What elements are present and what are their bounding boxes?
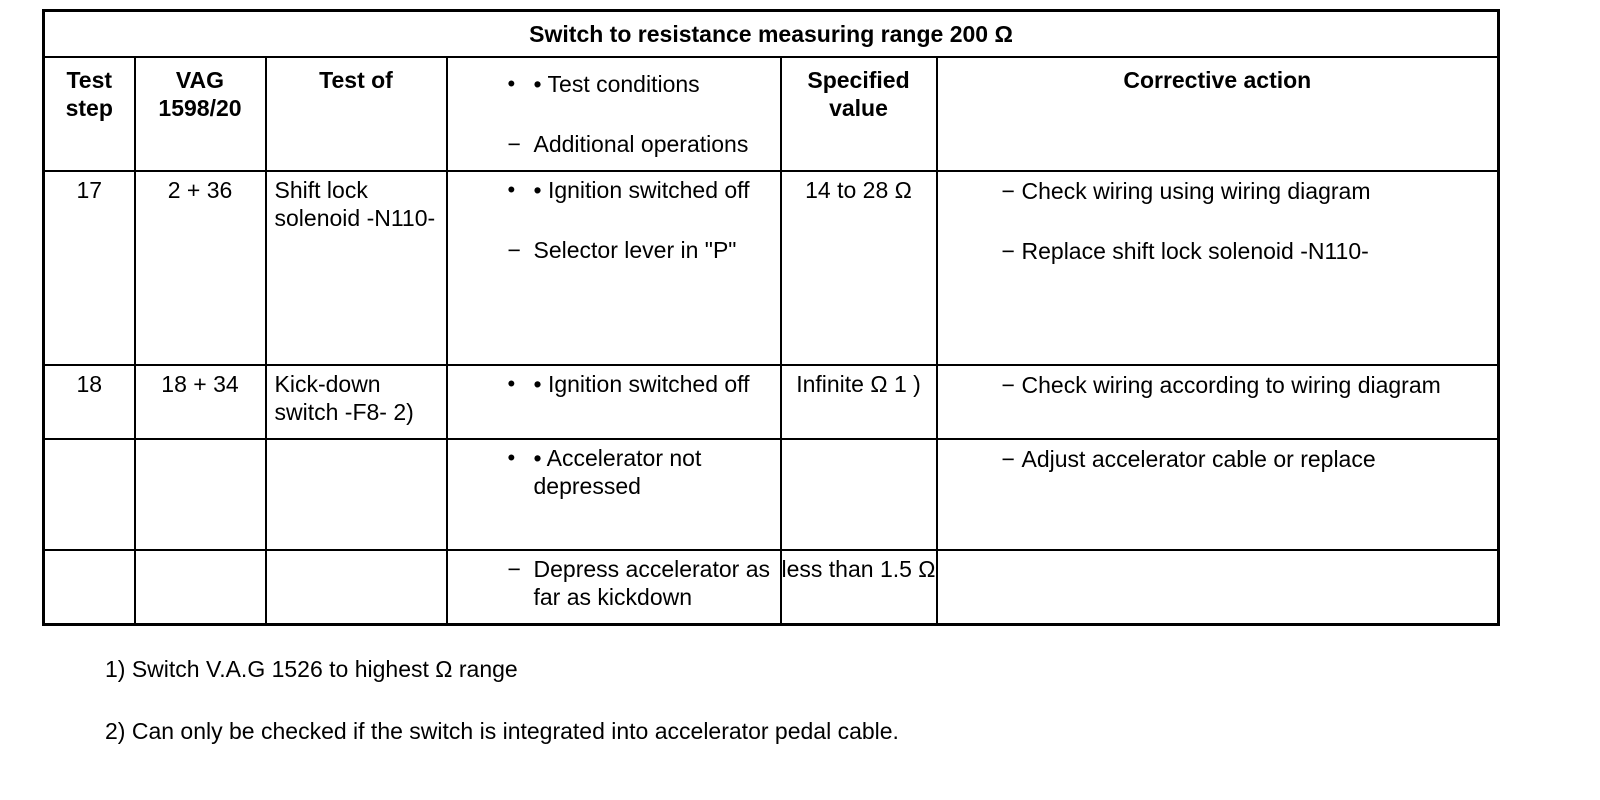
specified-value-cell: Infinite Ω 1 ) (779, 364, 938, 440)
bullet-icon: • (507, 371, 516, 396)
action-text: Adjust accelerator cable or replace (1021, 446, 1376, 472)
dash-icon: − (1001, 178, 1015, 204)
action-item: − Check wiring according to wiring diagr… (938, 371, 1498, 399)
corrective-action-cell (935, 549, 1500, 625)
document-table-container: Switch to resistance measuring range 200… (42, 9, 1501, 626)
table-row: − Depress accelerator as far as kickdown… (42, 549, 1500, 625)
dash-icon: − (1001, 446, 1015, 472)
action-item: − Check wiring using wiring diagram (938, 177, 1498, 205)
condition-item: • • Ignition switched off (448, 176, 780, 204)
footnotes: 1) Switch V.A.G 1526 to highest Ω range … (105, 654, 1305, 778)
table-row: • • Accelerator not depressed − Adjust a… (42, 438, 1500, 551)
dash-icon: − (1001, 238, 1015, 264)
header-additional-item: − Additional operations (448, 130, 780, 158)
table-title: Switch to resistance measuring range 200… (42, 9, 1500, 58)
specified-value-cell (779, 438, 938, 551)
vag-pins-cell (133, 549, 267, 625)
test-conditions-cell: • • Accelerator not depressed (445, 438, 782, 551)
table-row: 17 2 + 36 Shift lock solenoid -N110- • •… (42, 170, 1500, 366)
header-test-conditions: • • Test conditions − Additional operati… (445, 56, 782, 172)
header-corrective-action: Corrective action (935, 56, 1500, 172)
test-of-cell: Kick-down switch -F8- 2) (264, 364, 448, 440)
dash-icon: − (507, 237, 521, 263)
header-additional-operations-label: Additional operations (533, 131, 749, 157)
condition-text: Selector lever in "P" (533, 237, 737, 263)
header-test-step: Test step (42, 56, 136, 172)
action-text: Replace shift lock solenoid -N110- (1021, 238, 1369, 264)
condition-item: − Selector lever in "P" (448, 236, 780, 264)
test-of-cell: Shift lock solenoid -N110- (264, 170, 448, 366)
test-of-cell (264, 438, 448, 551)
test-conditions-cell: • • Ignition switched off − Selector lev… (445, 170, 782, 366)
test-procedure-table: Switch to resistance measuring range 200… (42, 9, 1501, 626)
specified-value-cell: less than 1.5 Ω (779, 549, 938, 625)
table-header-row: Test step VAG 1598/20 Test of • • Test c… (42, 56, 1500, 172)
test-step-cell: 18 (42, 364, 136, 440)
footnote-1: 1) Switch V.A.G 1526 to highest Ω range (105, 656, 518, 682)
corrective-action-cell: − Check wiring according to wiring diagr… (935, 364, 1500, 440)
vag-pins-cell: 18 + 34 (133, 364, 267, 440)
condition-text: • Ignition switched off (533, 371, 750, 397)
dash-icon: − (507, 131, 521, 157)
header-specified-value: Specified value (779, 56, 938, 172)
vag-pins-cell (133, 438, 267, 551)
header-vag: VAG 1598/20 (133, 56, 267, 172)
corrective-action-cell: − Check wiring using wiring diagram − Re… (935, 170, 1500, 366)
footnote-2: 2) Can only be checked if the switch is … (105, 718, 899, 744)
condition-text: • Accelerator not depressed (533, 445, 702, 499)
specified-value-cell: 14 to 28 Ω (779, 170, 938, 366)
action-item: − Adjust accelerator cable or replace (938, 445, 1498, 473)
test-step-cell (42, 549, 136, 625)
condition-text: Depress accelerator as far as kickdown (533, 556, 771, 610)
header-test-conditions-label: • Test conditions (533, 71, 700, 97)
bullet-icon: • (507, 177, 516, 202)
table-title-row: Switch to resistance measuring range 200… (42, 9, 1500, 58)
dash-icon: − (1001, 372, 1015, 398)
condition-item: − Depress accelerator as far as kickdown (448, 555, 780, 611)
bullet-icon: • (507, 71, 516, 96)
vag-pins-cell: 2 + 36 (133, 170, 267, 366)
action-item: − Replace shift lock solenoid -N110- (938, 237, 1498, 265)
header-test-of: Test of (264, 56, 448, 172)
condition-text: • Ignition switched off (533, 177, 750, 203)
test-conditions-cell: − Depress accelerator as far as kickdown (445, 549, 782, 625)
table-row: 18 18 + 34 Kick-down switch -F8- 2) • • … (42, 364, 1500, 440)
dash-icon: − (507, 556, 521, 582)
test-of-cell (264, 549, 448, 625)
corrective-action-cell: − Adjust accelerator cable or replace (935, 438, 1500, 551)
action-text: Check wiring using wiring diagram (1021, 178, 1371, 204)
test-step-cell (42, 438, 136, 551)
test-conditions-cell: • • Ignition switched off (445, 364, 782, 440)
test-step-cell: 17 (42, 170, 136, 366)
action-text: Check wiring according to wiring diagram (1021, 372, 1441, 398)
condition-item: • • Accelerator not depressed (448, 444, 780, 500)
header-condition-item: • • Test conditions (448, 70, 780, 98)
condition-item: • • Ignition switched off (448, 370, 780, 398)
bullet-icon: • (507, 445, 516, 470)
